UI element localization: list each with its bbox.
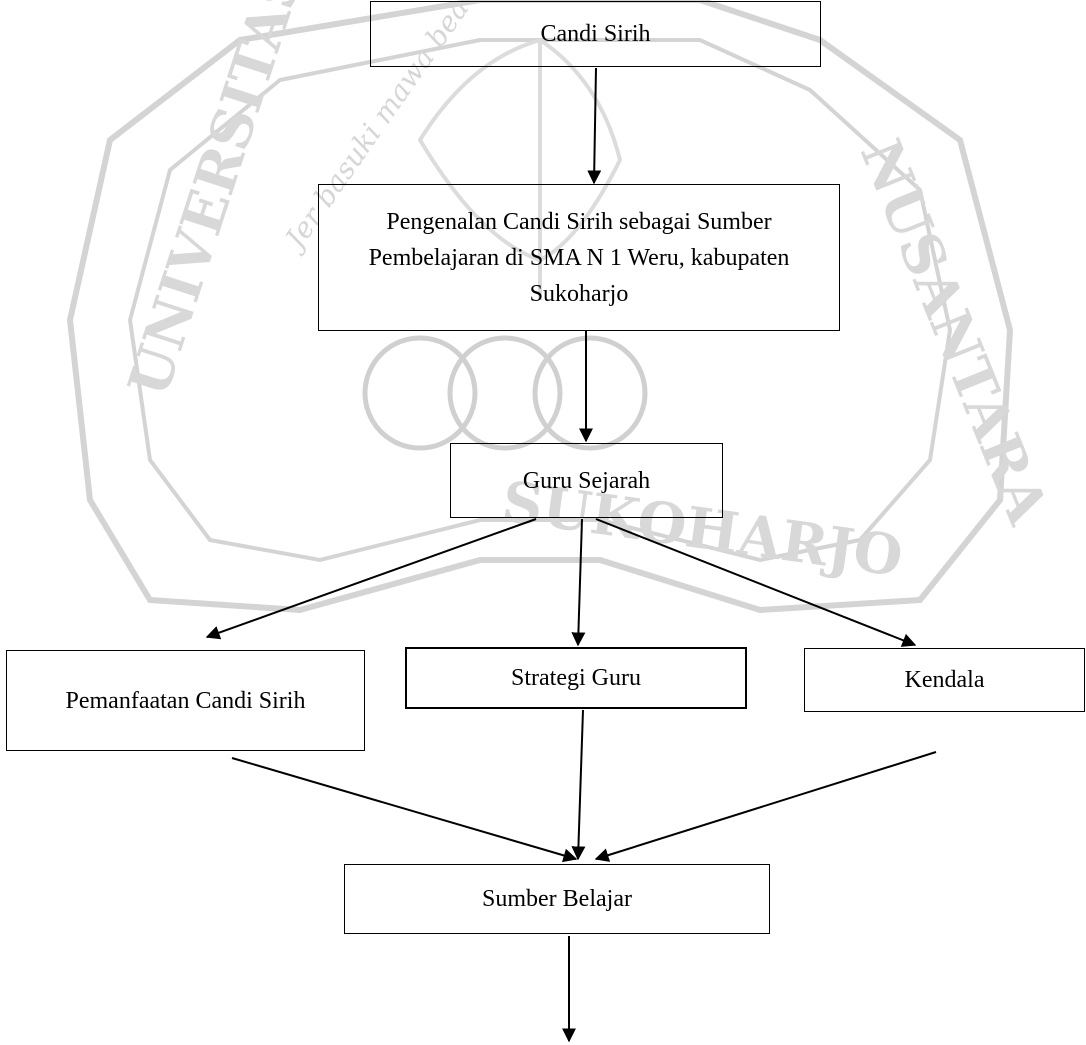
- arrow-candi-to-pengenalan: [587, 67, 602, 185]
- node-candi-sirih: Candi Sirih: [370, 1, 821, 67]
- arrow-guru-to-kendala: [595, 518, 917, 647]
- node-pemanfaatan: Pemanfaatan Candi Sirih: [6, 650, 365, 751]
- node-pemanfaatan-label: Pemanfaatan Candi Sirih: [65, 687, 306, 714]
- node-sumber-belajar: Sumber Belajar: [344, 864, 770, 934]
- node-pengenalan-label: Pengenalan Candi Sirih sebagai Sumber Pe…: [368, 208, 790, 307]
- arrow-guru-to-strategi: [571, 518, 586, 647]
- arrow-guru-to-pemanfaatan: [205, 518, 537, 640]
- node-candi-sirih-label: Candi Sirih: [540, 21, 651, 47]
- node-sumber-belajar-label: Sumber Belajar: [482, 886, 632, 912]
- node-strategi-guru-label: Strategi Guru: [511, 665, 641, 691]
- arrow-pemanfaatan-to-sumber: [231, 757, 578, 863]
- node-guru-sejarah: Guru Sejarah: [450, 443, 723, 518]
- node-guru-sejarah-label: Guru Sejarah: [522, 467, 651, 494]
- arrow-strategi-to-sumber: [571, 709, 586, 861]
- node-pengenalan: Pengenalan Candi Sirih sebagai Sumber Pe…: [318, 184, 840, 331]
- node-kendala: Kendala: [804, 648, 1085, 712]
- node-kendala-label: Kendala: [904, 667, 985, 693]
- arrow-kendala-to-sumber: [594, 751, 937, 862]
- node-strategi-guru: Strategi Guru: [405, 647, 747, 709]
